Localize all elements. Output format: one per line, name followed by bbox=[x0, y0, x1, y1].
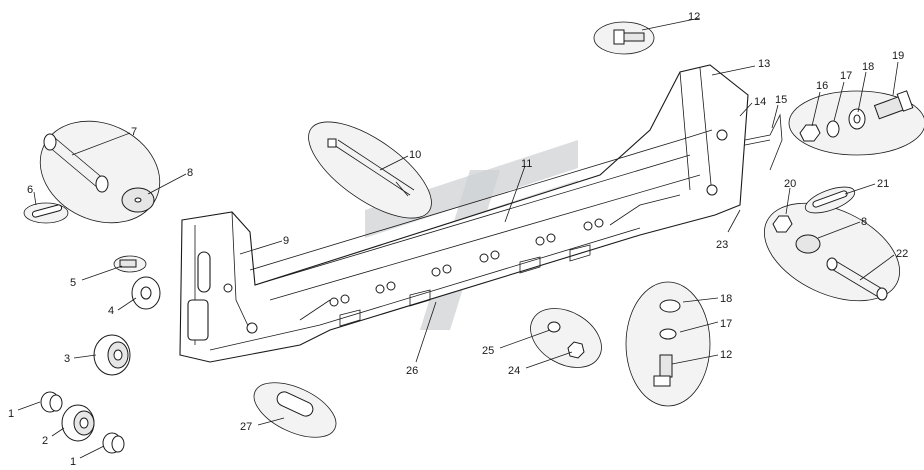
part-14-15-bracket bbox=[744, 113, 783, 171]
part-5-bolt bbox=[113, 255, 147, 273]
parts-24-25-group bbox=[530, 308, 602, 368]
callout-19: 19 bbox=[892, 50, 904, 62]
callout-4: 4 bbox=[108, 305, 114, 317]
part-1-bushing-top bbox=[40, 391, 63, 413]
callout-1: 1 bbox=[8, 408, 14, 420]
callout-17: 17 bbox=[720, 318, 732, 330]
part-12-bolt-top bbox=[593, 21, 655, 55]
parts-20-22-group bbox=[763, 202, 901, 302]
callout-25: 25 bbox=[482, 345, 494, 357]
callout-2: 2 bbox=[42, 435, 48, 447]
callout-12: 12 bbox=[720, 349, 732, 361]
parts-7-8-group bbox=[39, 120, 161, 224]
callout-18: 18 bbox=[862, 61, 874, 73]
callout-1: 1 bbox=[70, 456, 76, 468]
part-6-pin bbox=[23, 202, 69, 224]
callout-12: 12 bbox=[688, 11, 700, 23]
part-21-pin bbox=[804, 186, 856, 214]
callout-5: 5 bbox=[70, 277, 76, 289]
callout-14: 14 bbox=[754, 96, 766, 108]
part-3-roller bbox=[93, 334, 131, 376]
callout-8: 8 bbox=[187, 167, 193, 179]
callout-16: 16 bbox=[816, 80, 828, 92]
callout-24: 24 bbox=[508, 365, 520, 377]
part-10-long-bolt bbox=[308, 121, 432, 219]
part-2-roller bbox=[61, 404, 95, 442]
callout-18: 18 bbox=[720, 293, 732, 305]
callout-10: 10 bbox=[409, 149, 421, 161]
callout-3: 3 bbox=[64, 353, 70, 365]
parts-16-19-group bbox=[788, 90, 924, 156]
part-27-sleeve bbox=[253, 382, 337, 438]
callout-23: 23 bbox=[716, 239, 728, 251]
leader-lines bbox=[17, 17, 899, 459]
main-frame bbox=[179, 64, 749, 363]
callout-17: 17 bbox=[840, 70, 852, 82]
callout-6: 6 bbox=[27, 184, 33, 196]
callout-11: 11 bbox=[521, 158, 532, 170]
callout-27: 27 bbox=[240, 421, 252, 433]
callout-7: 7 bbox=[131, 126, 137, 138]
callout-15: 15 bbox=[775, 94, 787, 106]
callout-9: 9 bbox=[283, 235, 289, 247]
callout-21: 21 bbox=[877, 178, 889, 190]
callout-8: 8 bbox=[861, 216, 867, 228]
callout-20: 20 bbox=[784, 178, 796, 190]
part-1-bushing-bottom bbox=[102, 432, 125, 454]
callout-22: 22 bbox=[896, 248, 908, 260]
part-4-flange bbox=[131, 276, 161, 310]
callout-labels: 12 13 14 15 16 17 18 19 7 8 10 11 6 9 20… bbox=[8, 11, 908, 468]
callout-13: 13 bbox=[758, 58, 770, 70]
parts-12-17-18-group bbox=[625, 281, 711, 407]
callout-26: 26 bbox=[406, 365, 418, 377]
